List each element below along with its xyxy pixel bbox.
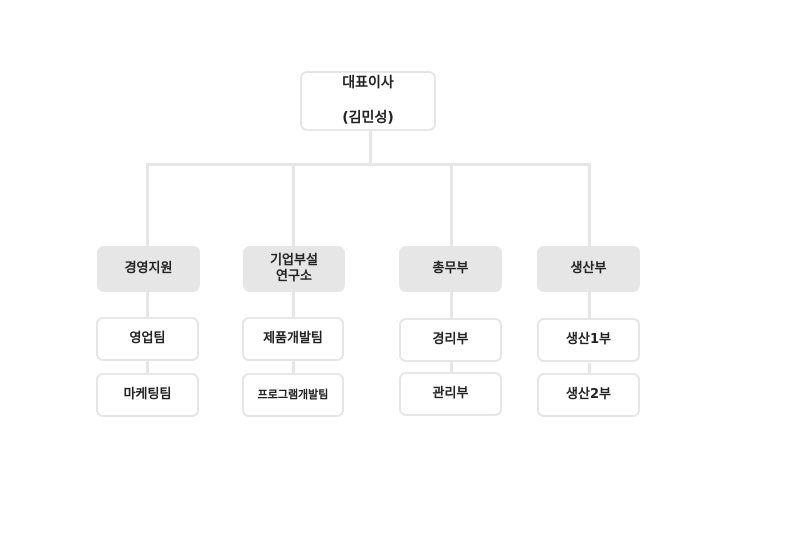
- dept-box-general-affairs: 총무부: [399, 246, 502, 292]
- team-box: 관리부: [399, 372, 502, 416]
- team-box: 생산2부: [537, 373, 640, 417]
- connector-team-4a: [588, 292, 591, 319]
- dept-box-research-lab: 기업부설 연구소: [243, 246, 345, 292]
- team-box: 프로그램개발팀: [242, 373, 344, 417]
- dept-label: 총무부: [432, 260, 469, 276]
- team-box: 경리부: [399, 318, 502, 362]
- dept-box-management-support: 경영지원: [97, 246, 200, 292]
- connector-dept-1: [146, 163, 149, 246]
- team-label: 프로그램개발팀: [257, 388, 329, 402]
- connector-team-1a: [146, 292, 149, 318]
- dept-label: 생산부: [570, 260, 607, 276]
- team-label: 경리부: [432, 331, 469, 347]
- dept-label: 경영지원: [124, 260, 173, 276]
- connector-dept-4: [588, 163, 591, 246]
- team-box: 생산1부: [537, 318, 640, 362]
- dept-label: 기업부설 연구소: [270, 252, 318, 284]
- connector-team-3a: [450, 292, 453, 319]
- connector-dept-3: [450, 163, 453, 246]
- ceo-name: (김민성): [342, 109, 394, 126]
- team-label: 영업팀: [129, 330, 166, 346]
- team-box: 제품개발팀: [242, 317, 344, 361]
- connector-team-3b: [450, 362, 453, 373]
- team-box: 영업팀: [96, 317, 199, 361]
- connector-ceo-down: [369, 131, 372, 165]
- ceo-box: 대표이사 (김민성): [300, 71, 436, 131]
- team-label: 생산2부: [566, 386, 611, 402]
- ceo-title: 대표이사: [342, 74, 394, 91]
- team-box: 마케팅팀: [96, 373, 199, 417]
- dept-box-production: 생산부: [537, 246, 640, 292]
- team-label: 생산1부: [566, 331, 611, 347]
- connector-dept-2: [292, 163, 295, 246]
- team-label: 제품개발팀: [263, 330, 323, 346]
- connector-team-2b: [292, 361, 295, 374]
- team-label: 관리부: [432, 385, 469, 401]
- team-label: 마케팅팀: [123, 386, 172, 402]
- connector-team-1b: [146, 361, 149, 374]
- connector-horizontal: [146, 163, 591, 166]
- connector-team-2a: [292, 292, 295, 318]
- connector-team-4b: [588, 363, 591, 374]
